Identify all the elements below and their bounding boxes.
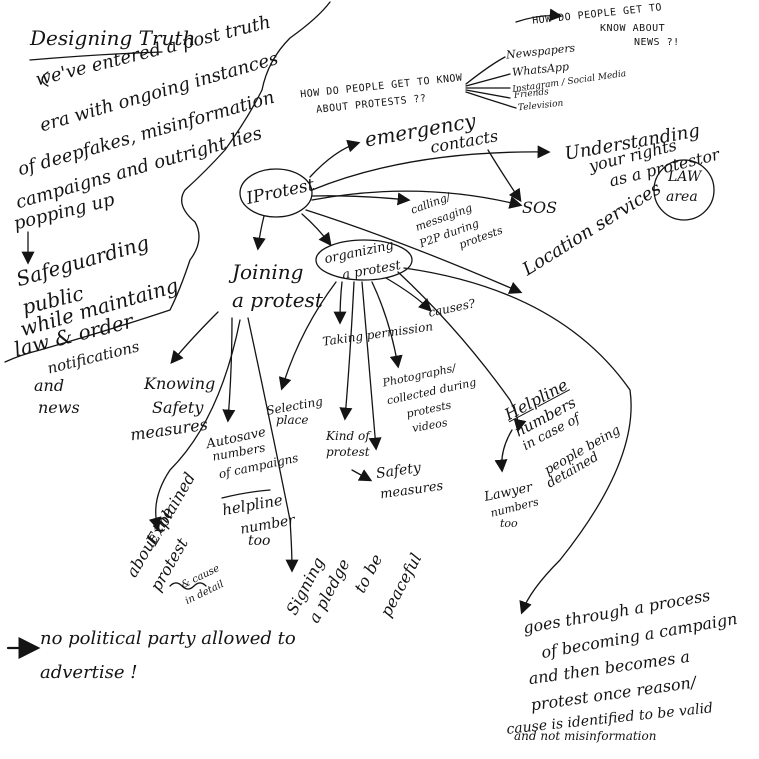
news-question-line-2: KNOW ABOUT <box>600 23 666 34</box>
kind-line-2: protest <box>326 445 370 459</box>
kind-line-1: Kind of <box>326 429 370 443</box>
political-line-2: advertise ! <box>40 662 138 683</box>
lawyer-line-3: too <box>500 517 518 530</box>
wavy-underline <box>169 582 207 590</box>
notifications-line-3: news <box>38 398 80 417</box>
political-line-1: no political party allowed to <box>40 628 296 649</box>
process-line-6: and not misinformation <box>514 729 657 743</box>
center-ellipse <box>239 168 313 218</box>
title-underline <box>29 51 163 61</box>
law-area-circle <box>653 159 715 221</box>
news-question-line-3: NEWS ?! <box>634 37 680 48</box>
organizing-ellipse <box>315 239 413 281</box>
page-title: Designing Truth <box>30 26 196 50</box>
region-outline <box>4 1 331 363</box>
knowing-line-1: Knowing <box>144 374 216 393</box>
knowing-line-2: Safety <box>152 398 204 417</box>
joining-line-1: Joining <box>232 260 304 284</box>
law-area-line-1: LAW <box>668 169 702 185</box>
law-area-line-2: area <box>666 189 698 205</box>
joining-line-2: a protest <box>232 288 323 312</box>
notifications-line-2: and <box>34 376 65 395</box>
bracket-mark <box>41 71 49 87</box>
helpline-too-line-3: too <box>248 533 271 549</box>
selecting-line-2: place <box>276 413 309 427</box>
sos-label: SOS <box>522 198 558 217</box>
